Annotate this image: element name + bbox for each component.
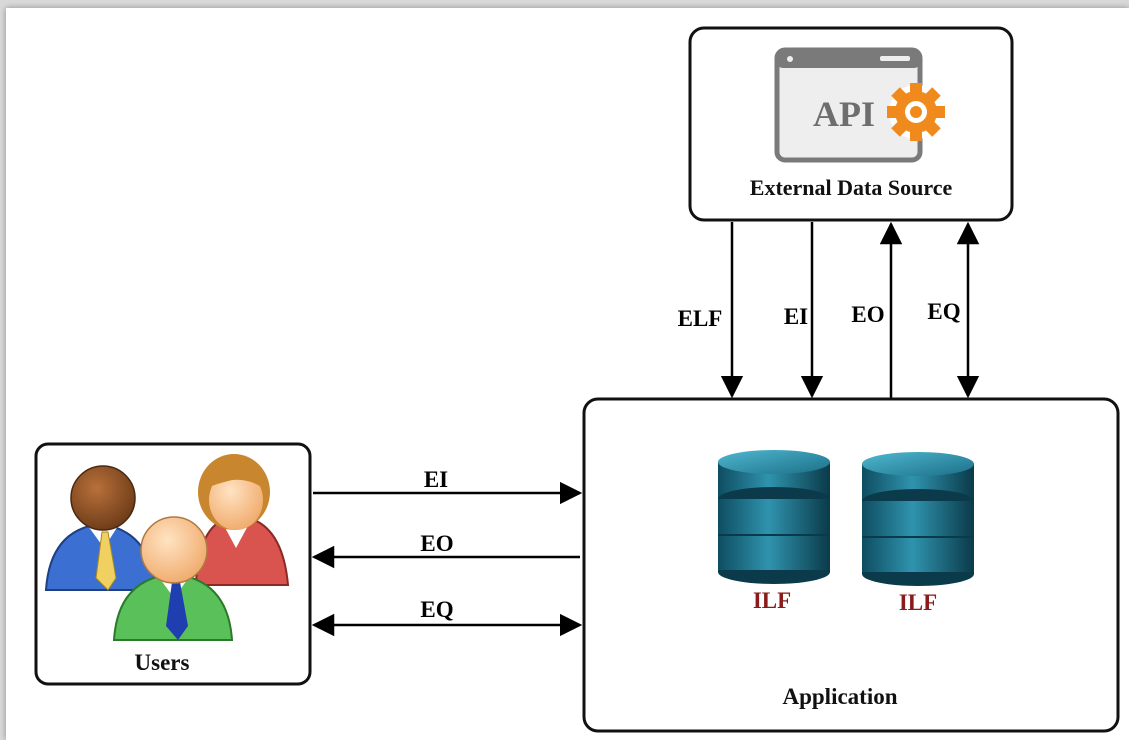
gear-icon (887, 83, 945, 141)
flow-label-ei-users: EI (424, 467, 448, 492)
users: Users (34, 442, 312, 686)
users-label: Users (135, 650, 190, 675)
application: ILF ILF Application (582, 397, 1120, 733)
application-label: Application (782, 684, 897, 709)
external-flows: ELF EI EO EQ (678, 221, 980, 399)
flow-label-eq-users: EQ (420, 597, 453, 622)
flow-label-eo-external: EO (851, 302, 884, 327)
flow-label-elf: ELF (678, 306, 723, 331)
user-flows: EI EO EQ (311, 467, 583, 637)
flow-label-eo-users: EO (420, 531, 453, 556)
ilf-label: ILF (753, 588, 791, 613)
api-icon: API (774, 47, 945, 163)
ilf-label: ILF (899, 590, 937, 615)
application-box (582, 397, 1120, 733)
flow-label-eq-external: EQ (927, 299, 960, 324)
database-icon (718, 450, 830, 584)
external-data-source: API (688, 26, 1014, 222)
users-group-icon (44, 454, 290, 641)
flow-label-ei-external: EI (784, 304, 808, 329)
api-text: API (813, 94, 875, 134)
database-icon (862, 452, 974, 586)
external-data-source-label: External Data Source (750, 175, 953, 200)
